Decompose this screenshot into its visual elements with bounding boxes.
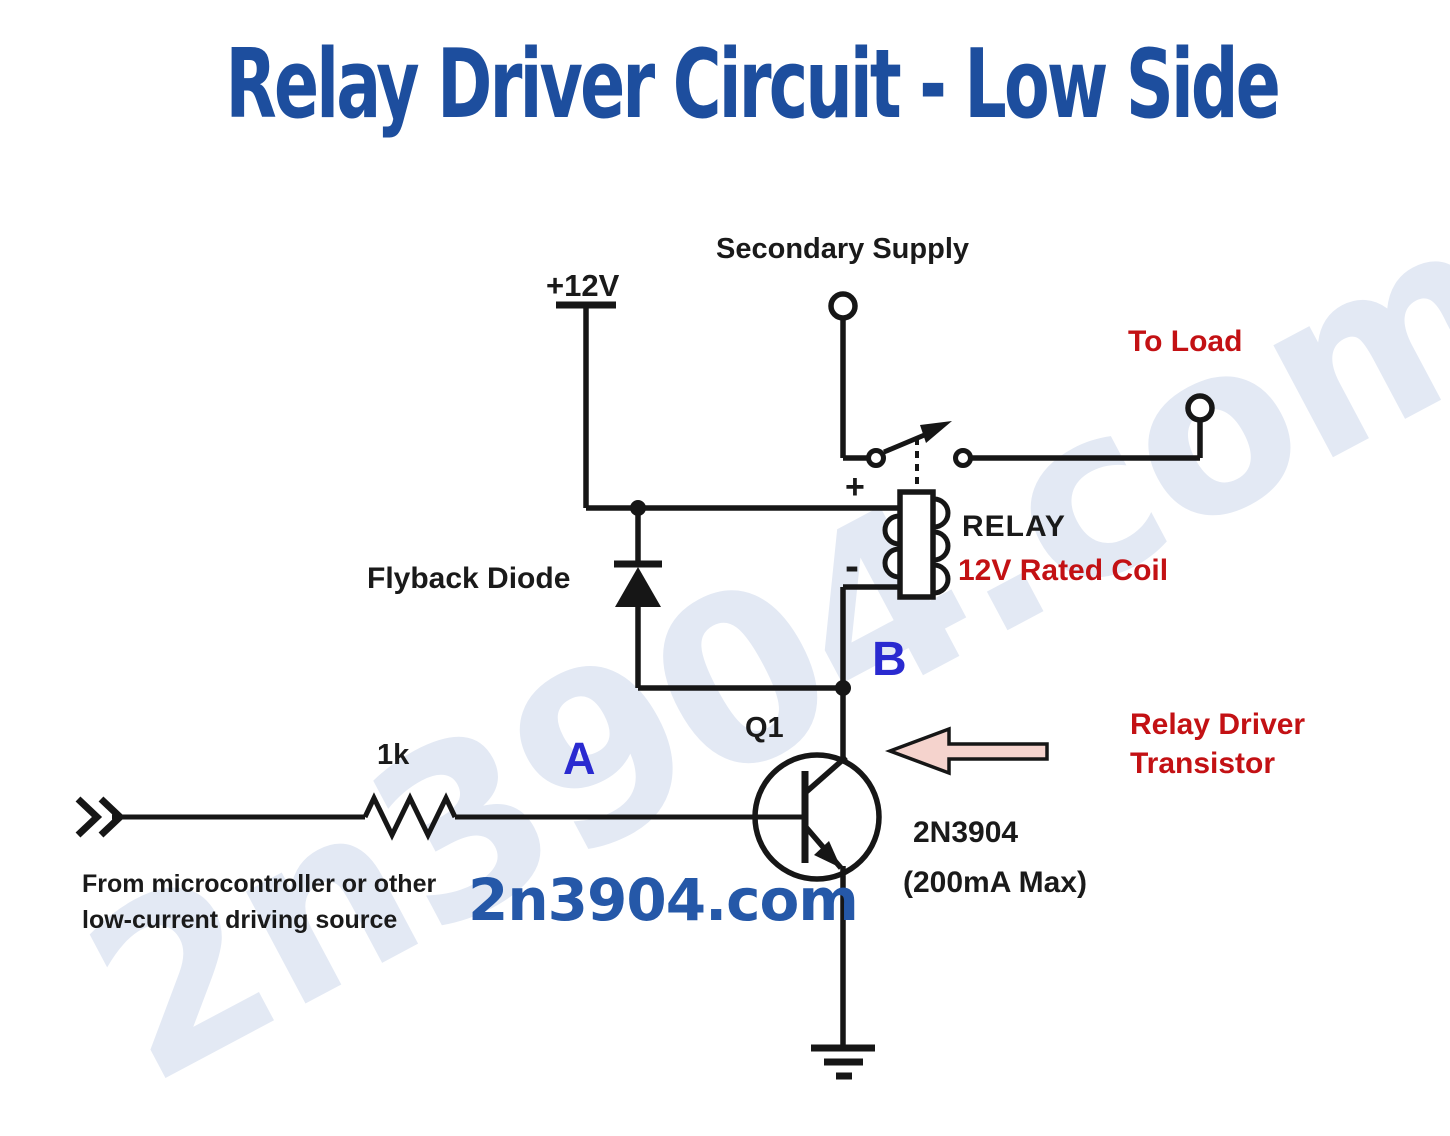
relay-coil-symbol <box>882 489 951 600</box>
label-to-load: To Load <box>1128 325 1243 358</box>
label-12v: +12V <box>546 268 620 303</box>
label-relay-driver-line1: Relay Driver <box>1130 708 1306 741</box>
wire-relay-minus <box>840 584 900 688</box>
label-coil-plus: + <box>845 468 865 506</box>
label-relay-driver-line2: Transistor <box>1130 747 1276 780</box>
power-rail-12v-symbol <box>556 301 616 508</box>
label-q1: Q1 <box>745 712 784 744</box>
flyback-diode-symbol <box>614 508 662 688</box>
label-secondary-supply: Secondary Supply <box>716 233 970 265</box>
label-1k: 1k <box>377 739 410 771</box>
site-text: 2n3904.com <box>468 866 859 934</box>
relay-switch-symbol <box>843 421 1200 488</box>
pointer-arrow <box>884 726 1049 776</box>
secondary-supply-terminal <box>828 291 858 458</box>
label-coil-rating: 12V Rated Coil <box>958 554 1169 587</box>
label-2n3904: 2N3904 <box>913 816 1019 849</box>
label-node-a: A <box>563 733 596 784</box>
label-flyback-diode: Flyback Diode <box>367 562 571 595</box>
label-input-note-line2: low-current driving source <box>82 906 398 934</box>
ground-symbol <box>811 1044 875 1080</box>
label-200ma-max: (200mA Max) <box>903 866 1087 899</box>
label-node-b: B <box>872 633 907 686</box>
load-terminal <box>1185 393 1215 458</box>
label-input-note: From microcontroller or other low-curren… <box>82 866 436 938</box>
label-relay-driver-transistor: Relay Driver Transistor <box>1130 705 1305 783</box>
label-relay: RELAY <box>962 510 1066 543</box>
label-coil-minus: - <box>845 542 859 589</box>
label-input-note-line1: From microcontroller or other <box>82 870 437 898</box>
resistor-1k-symbol <box>112 792 805 841</box>
page-title: Relay Driver Circuit - Low Side <box>225 30 1281 140</box>
